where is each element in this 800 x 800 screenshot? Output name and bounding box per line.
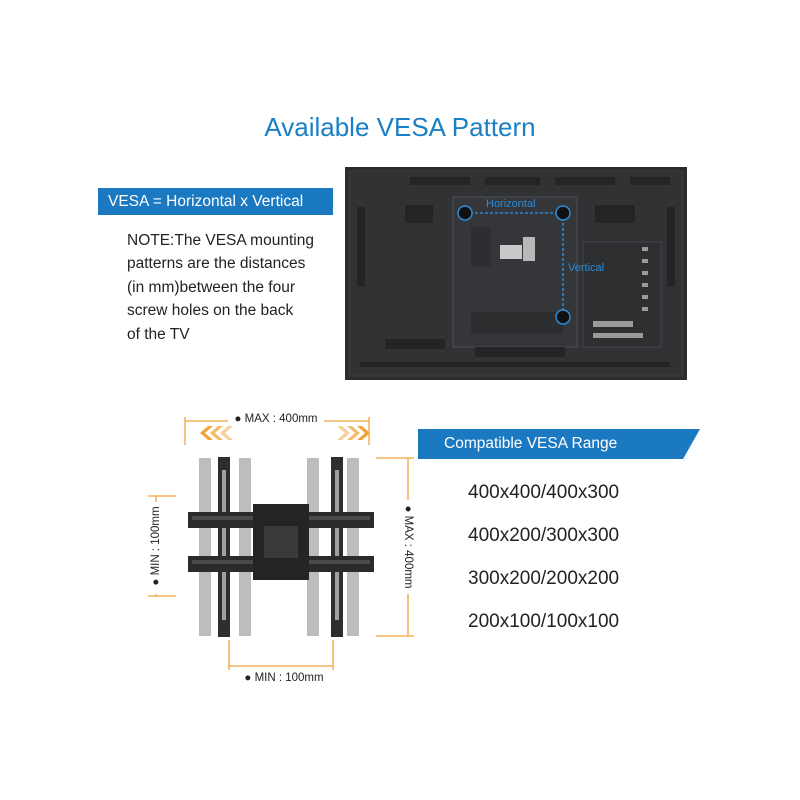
- page-title: Available VESA Pattern: [264, 112, 536, 142]
- vesa-note: NOTE:The VESA mounting patterns are the …: [127, 229, 337, 346]
- note-line: NOTE:The VESA mounting: [127, 232, 314, 249]
- range-item: 300x200/200x200: [468, 568, 620, 589]
- compatible-range-banner: Compatible VESA Range: [418, 429, 700, 459]
- range-item: 400x200/300x300: [468, 525, 620, 546]
- max-height-label: ● MAX : 400mm: [402, 506, 414, 589]
- tv-back-illustration: Horizontal Vertical: [345, 167, 687, 380]
- horizontal-label: Horizontal: [486, 198, 536, 210]
- vertical-label: Vertical: [568, 262, 604, 274]
- range-item: 200x100/100x100: [468, 611, 620, 632]
- vesa-range-list: 400x400/400x300 400x200/300x300 300x200/…: [468, 480, 619, 652]
- vesa-formula-banner: VESA = Horizontal x Vertical: [98, 188, 333, 215]
- note-line: (in mm)between the four: [127, 278, 295, 296]
- min-width-label: ● MIN : 100mm: [244, 672, 323, 684]
- min-height-label: ● MIN : 100mm: [150, 506, 162, 585]
- max-width-label: ● MAX : 400mm: [235, 413, 318, 425]
- expand-left-arrows-icon: [200, 426, 233, 440]
- note-line: screw holes on the back: [127, 302, 294, 320]
- range-item: 400x400/400x300: [468, 482, 620, 503]
- note-line: of the TV: [127, 325, 190, 343]
- expand-right-arrows-icon: [337, 426, 370, 440]
- wall-mount-diagram: ● MAX : 400mm ● MIN : 100mm: [146, 409, 418, 686]
- note-line: patterns are the distances: [127, 255, 306, 273]
